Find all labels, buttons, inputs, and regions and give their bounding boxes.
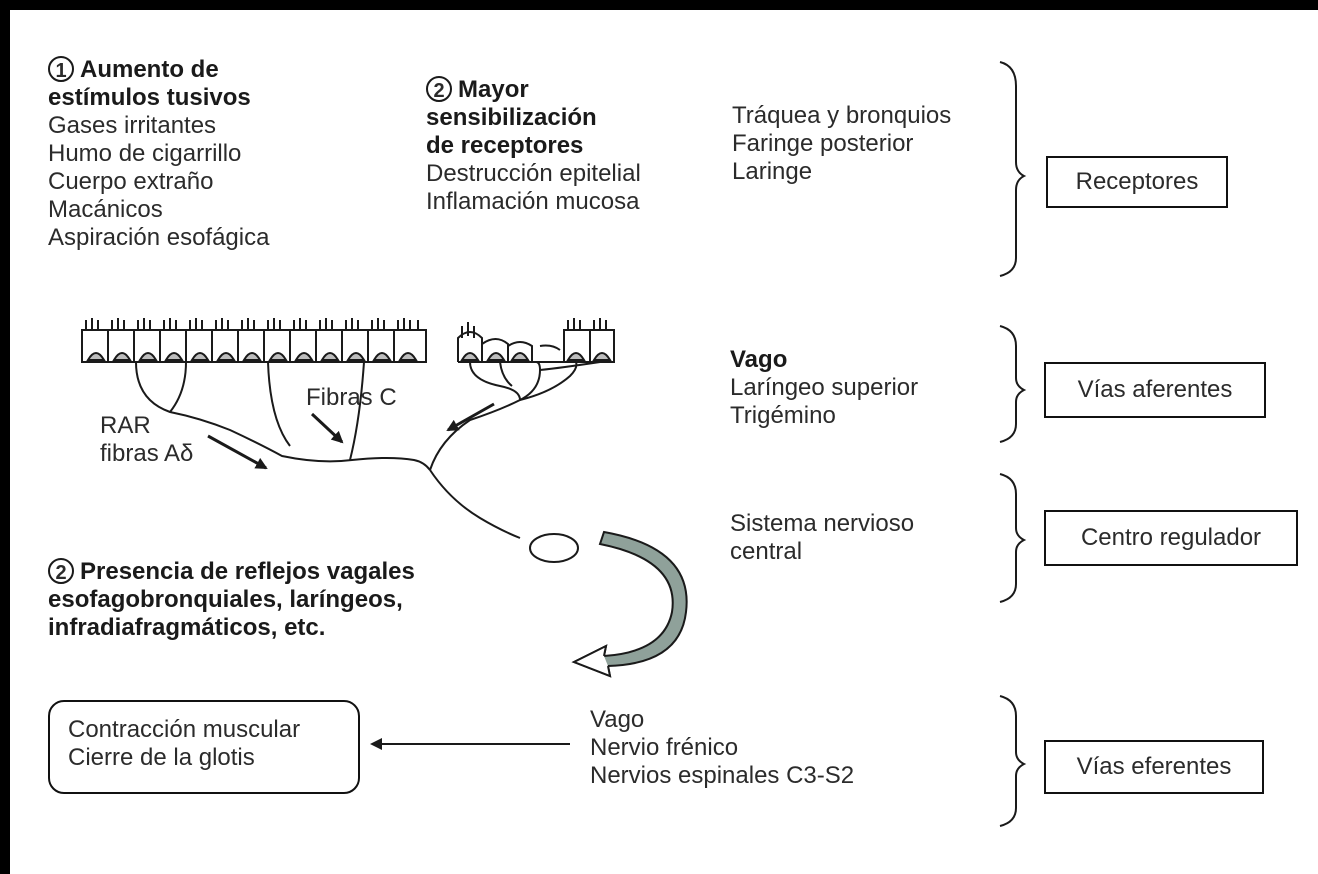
response-box: Contracción muscular Cierre de la glotis xyxy=(48,700,360,794)
frame-left-border xyxy=(0,0,10,874)
factor-1-item: Cuerpo extraño xyxy=(48,168,214,195)
receptores-box: Receptores xyxy=(1046,156,1228,208)
center-item: central xyxy=(730,538,803,565)
factor-1-title: Aumento de xyxy=(80,56,219,83)
epithelium-left xyxy=(81,318,427,363)
factor-2a-item: Inflamación mucosa xyxy=(426,188,640,215)
efferent-list: Vago Nervio frénico Nervios espinales C3… xyxy=(590,706,854,790)
factor-1-item: Macánicos xyxy=(48,196,163,223)
center-item: Sistema nervioso xyxy=(730,510,915,537)
factor-1-item: Humo de cigarrillo xyxy=(48,140,242,167)
efferent-item: Nervios espinales C3-S2 xyxy=(590,762,855,789)
vias-eferentes-brace xyxy=(999,695,1027,827)
factor-2a-number: 2 xyxy=(426,76,452,102)
receptor-item: Laringe xyxy=(732,158,813,185)
curved-arrow-head xyxy=(571,644,612,678)
factor-2a-title-3: de receptores xyxy=(426,132,584,159)
factor-2a-title: Mayor xyxy=(458,76,529,103)
fibras-c-label: Fibras C xyxy=(306,384,397,411)
afferent-item: Trigémino xyxy=(730,402,836,429)
factor-1-title-2: estímulos tusivos xyxy=(48,84,251,111)
afferent-item: Laríngeo superior xyxy=(730,374,919,401)
factor-2a-item: Destrucción epitelial xyxy=(426,160,641,187)
factor-1-item: Gases irritantes xyxy=(48,112,217,139)
afferent-title: Vago xyxy=(730,346,788,373)
rar-arrow xyxy=(207,434,268,470)
frame-top-border xyxy=(0,0,1318,10)
efferent-item: Vago xyxy=(590,706,645,733)
receptor-item: Faringe posterior xyxy=(732,130,914,157)
factor-2b-title: Presencia de reflejos vagales xyxy=(80,558,415,585)
vias-aferentes-box: Vías aferentes xyxy=(1044,362,1266,418)
cns-node xyxy=(529,533,579,563)
response-line: Cierre de la glotis xyxy=(68,744,255,771)
centro-regulador-box: Centro regulador xyxy=(1044,510,1298,566)
receptor-item: Tráquea y bronquios xyxy=(732,102,952,129)
center-list: Sistema nervioso central xyxy=(730,510,914,566)
factor-2b-title-2: esofagobronquiales, laríngeos, xyxy=(48,586,403,613)
vias-eferentes-box: Vías eferentes xyxy=(1044,740,1264,794)
fibras-a-delta-label: fibras Aδ xyxy=(100,440,194,467)
factor-2a-title-2: sensibilización xyxy=(426,104,597,131)
receptores-brace xyxy=(999,61,1027,277)
right-fiber-arrow xyxy=(446,402,495,432)
nerve-fibers xyxy=(135,361,601,539)
efferent-item: Nervio frénico xyxy=(590,734,739,761)
afferent-list: Vago Laríngeo superior Trigémino xyxy=(730,346,918,430)
receptors-list: Tráquea y bronquios Faringe posterior La… xyxy=(732,102,951,186)
epithelium-right xyxy=(457,318,615,363)
vias-aferentes-brace xyxy=(999,325,1027,443)
factor-2b-title-3: infradiafragmáticos, etc. xyxy=(48,614,326,641)
centro-regulador-brace xyxy=(999,473,1027,603)
fibras-c-arrow xyxy=(310,412,344,444)
factor-1-number: 1 xyxy=(48,56,74,82)
factor-1-item: Aspiración esofágica xyxy=(48,224,270,251)
response-line: Contracción muscular xyxy=(68,716,301,743)
rar-label: RAR xyxy=(100,412,151,439)
factor-2b-number: 2 xyxy=(48,558,74,584)
